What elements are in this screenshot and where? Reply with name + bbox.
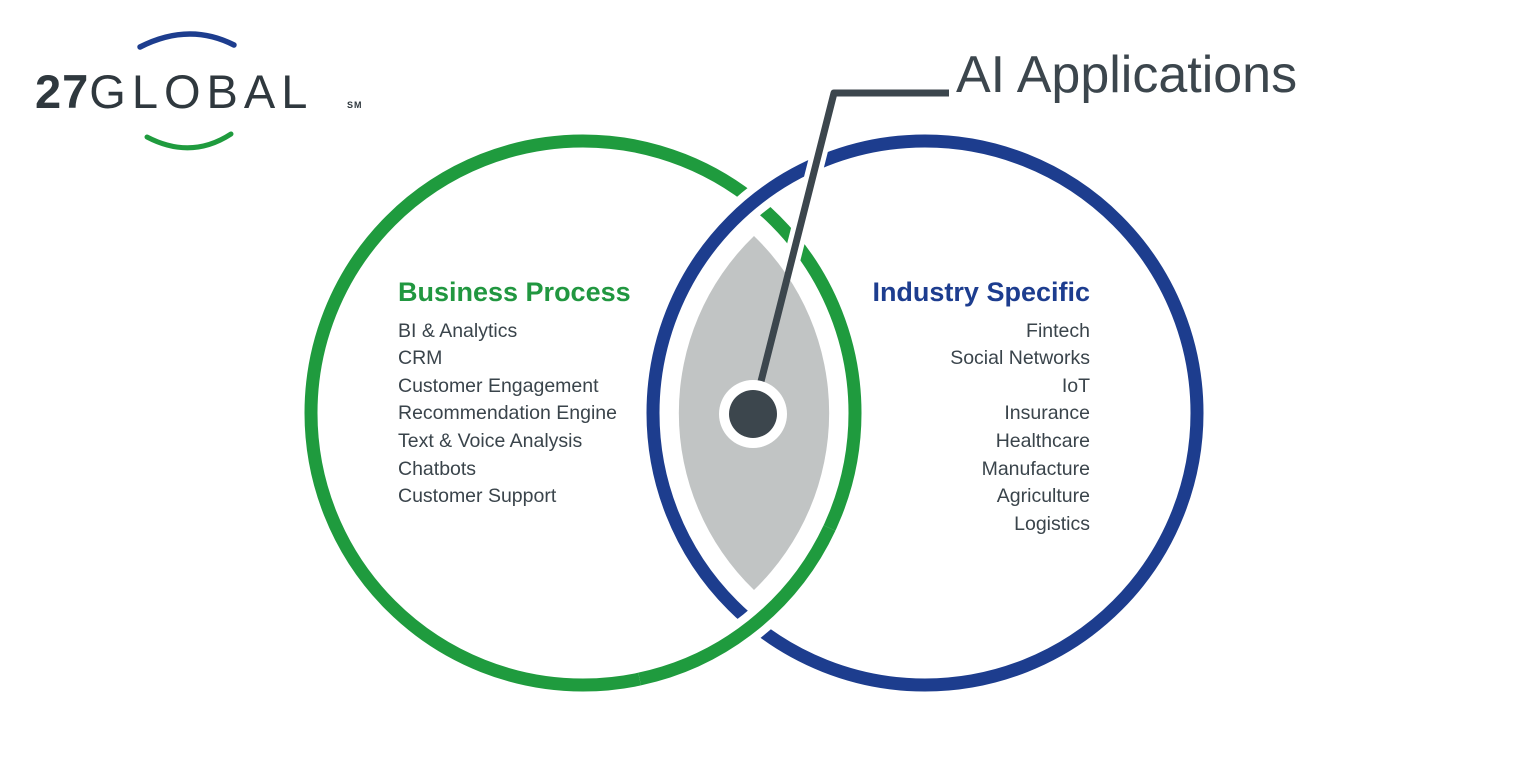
left-circle-list: BI & Analytics CRM Customer Engagement R… [398, 318, 658, 511]
logo-number: 27 [35, 65, 90, 118]
right-circle-title: Industry Specific [872, 277, 1090, 307]
list-item: Social Networks [950, 347, 1090, 370]
logo-bottom-arc [144, 131, 234, 151]
list-item: BI & Analytics [398, 319, 518, 342]
list-item: Manufacture [981, 457, 1090, 480]
right-circle-list: Fintech Social Networks IoT Insurance He… [790, 318, 1090, 539]
list-item: Healthcare [995, 430, 1090, 453]
list-item: Customer Engagement [398, 374, 599, 397]
list-item: Insurance [1004, 402, 1090, 425]
list-item: IoT [1061, 374, 1090, 397]
list-item: Agriculture [996, 485, 1090, 508]
logo-top-arc [137, 31, 237, 50]
list-item: Chatbots [398, 457, 477, 480]
logo-trademark: SM [347, 100, 363, 110]
list-item: Text & Voice Analysis [398, 430, 583, 453]
list-item: Fintech [1026, 319, 1090, 342]
callout-connector-line [749, 89, 949, 414]
left-circle-title: Business Process [398, 277, 631, 307]
left-circle-outline [304, 134, 862, 692]
list-item: Logistics [1014, 512, 1090, 535]
logo-wordmark: 27GLOBAL [35, 68, 313, 115]
callout-title: AI Applications [956, 46, 1298, 104]
logo-word: GLOBAL [89, 65, 314, 118]
list-item: Recommendation Engine [398, 402, 617, 425]
right-circle-column: Industry Specific Fintech Social Network… [790, 277, 1090, 539]
list-item: CRM [398, 347, 443, 370]
callout-dot [729, 390, 777, 438]
right-circle-outline [646, 134, 1204, 692]
list-item: Customer Support [398, 485, 557, 508]
left-circle-bottom-arc [638, 525, 836, 686]
left-circle-column: Business Process BI & Analytics CRM Cust… [398, 277, 658, 511]
